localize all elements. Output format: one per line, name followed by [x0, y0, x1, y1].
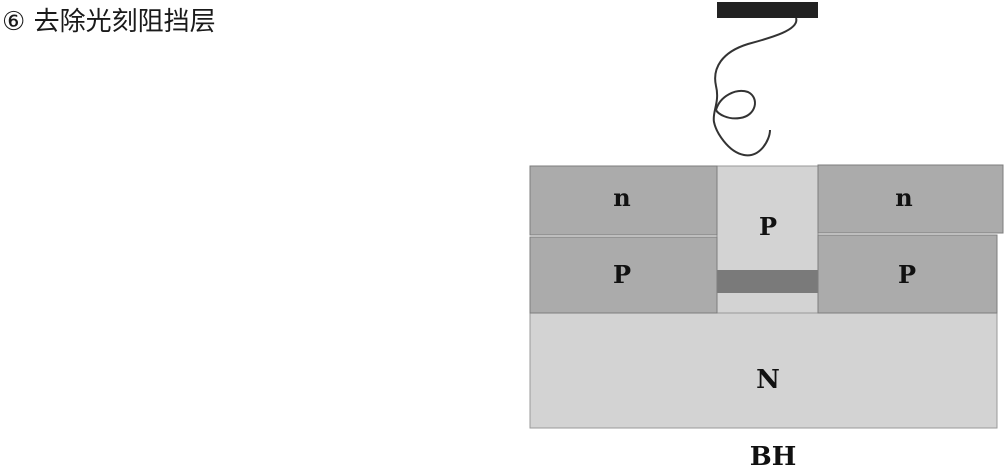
- active-layer: [717, 270, 818, 293]
- left-p-layer: [529, 236, 718, 314]
- label-center-p: P: [759, 212, 777, 241]
- lead-wire-loop: [715, 90, 756, 120]
- label-left-n: n: [613, 183, 630, 212]
- step-title: ⑥ 去除光刻阻挡层: [2, 7, 216, 37]
- right-p-layer: [817, 234, 998, 314]
- label-right-p: P: [898, 260, 916, 289]
- diagram-caption: BH: [750, 442, 797, 466]
- n-substrate: [529, 312, 998, 429]
- right-n-layer: [817, 164, 1004, 234]
- lead-wire: [712, 17, 798, 157]
- label-right-n: n: [895, 183, 912, 212]
- label-n-substrate: N: [756, 365, 780, 395]
- label-left-p: P: [613, 260, 631, 289]
- left-n-layer: [529, 165, 718, 236]
- electrode-contact: [717, 2, 818, 18]
